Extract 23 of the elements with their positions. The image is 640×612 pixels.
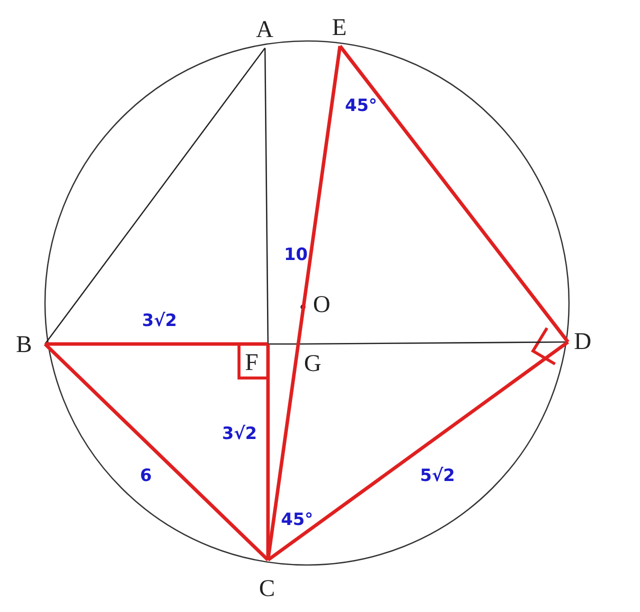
- point-label: E: [332, 16, 347, 40]
- point-label: F: [245, 351, 258, 375]
- point-label: A: [256, 18, 274, 42]
- point-label: G: [304, 352, 322, 376]
- edge-label: 3√2: [222, 425, 257, 443]
- edge-label: 3√2: [142, 312, 177, 330]
- line-segment: [44, 48, 266, 344]
- point-label: C: [259, 577, 276, 601]
- angle-label: 45°: [281, 511, 314, 529]
- angle-label: 45°: [345, 97, 378, 115]
- point-label: B: [16, 333, 32, 357]
- line-segment: [268, 343, 299, 345]
- line-segment: [45, 342, 268, 346]
- line-segment: [338, 44, 570, 344]
- edge-label: 10: [284, 246, 308, 264]
- edge-label: 6: [140, 467, 152, 485]
- line-segment: [299, 341, 568, 345]
- line-segment: [44, 342, 270, 562]
- edge-label: 5√2: [420, 467, 455, 485]
- line-segment: [266, 340, 570, 562]
- point-label: D: [574, 330, 592, 354]
- point-label: O: [313, 293, 330, 317]
- line-segment: [264, 48, 269, 344]
